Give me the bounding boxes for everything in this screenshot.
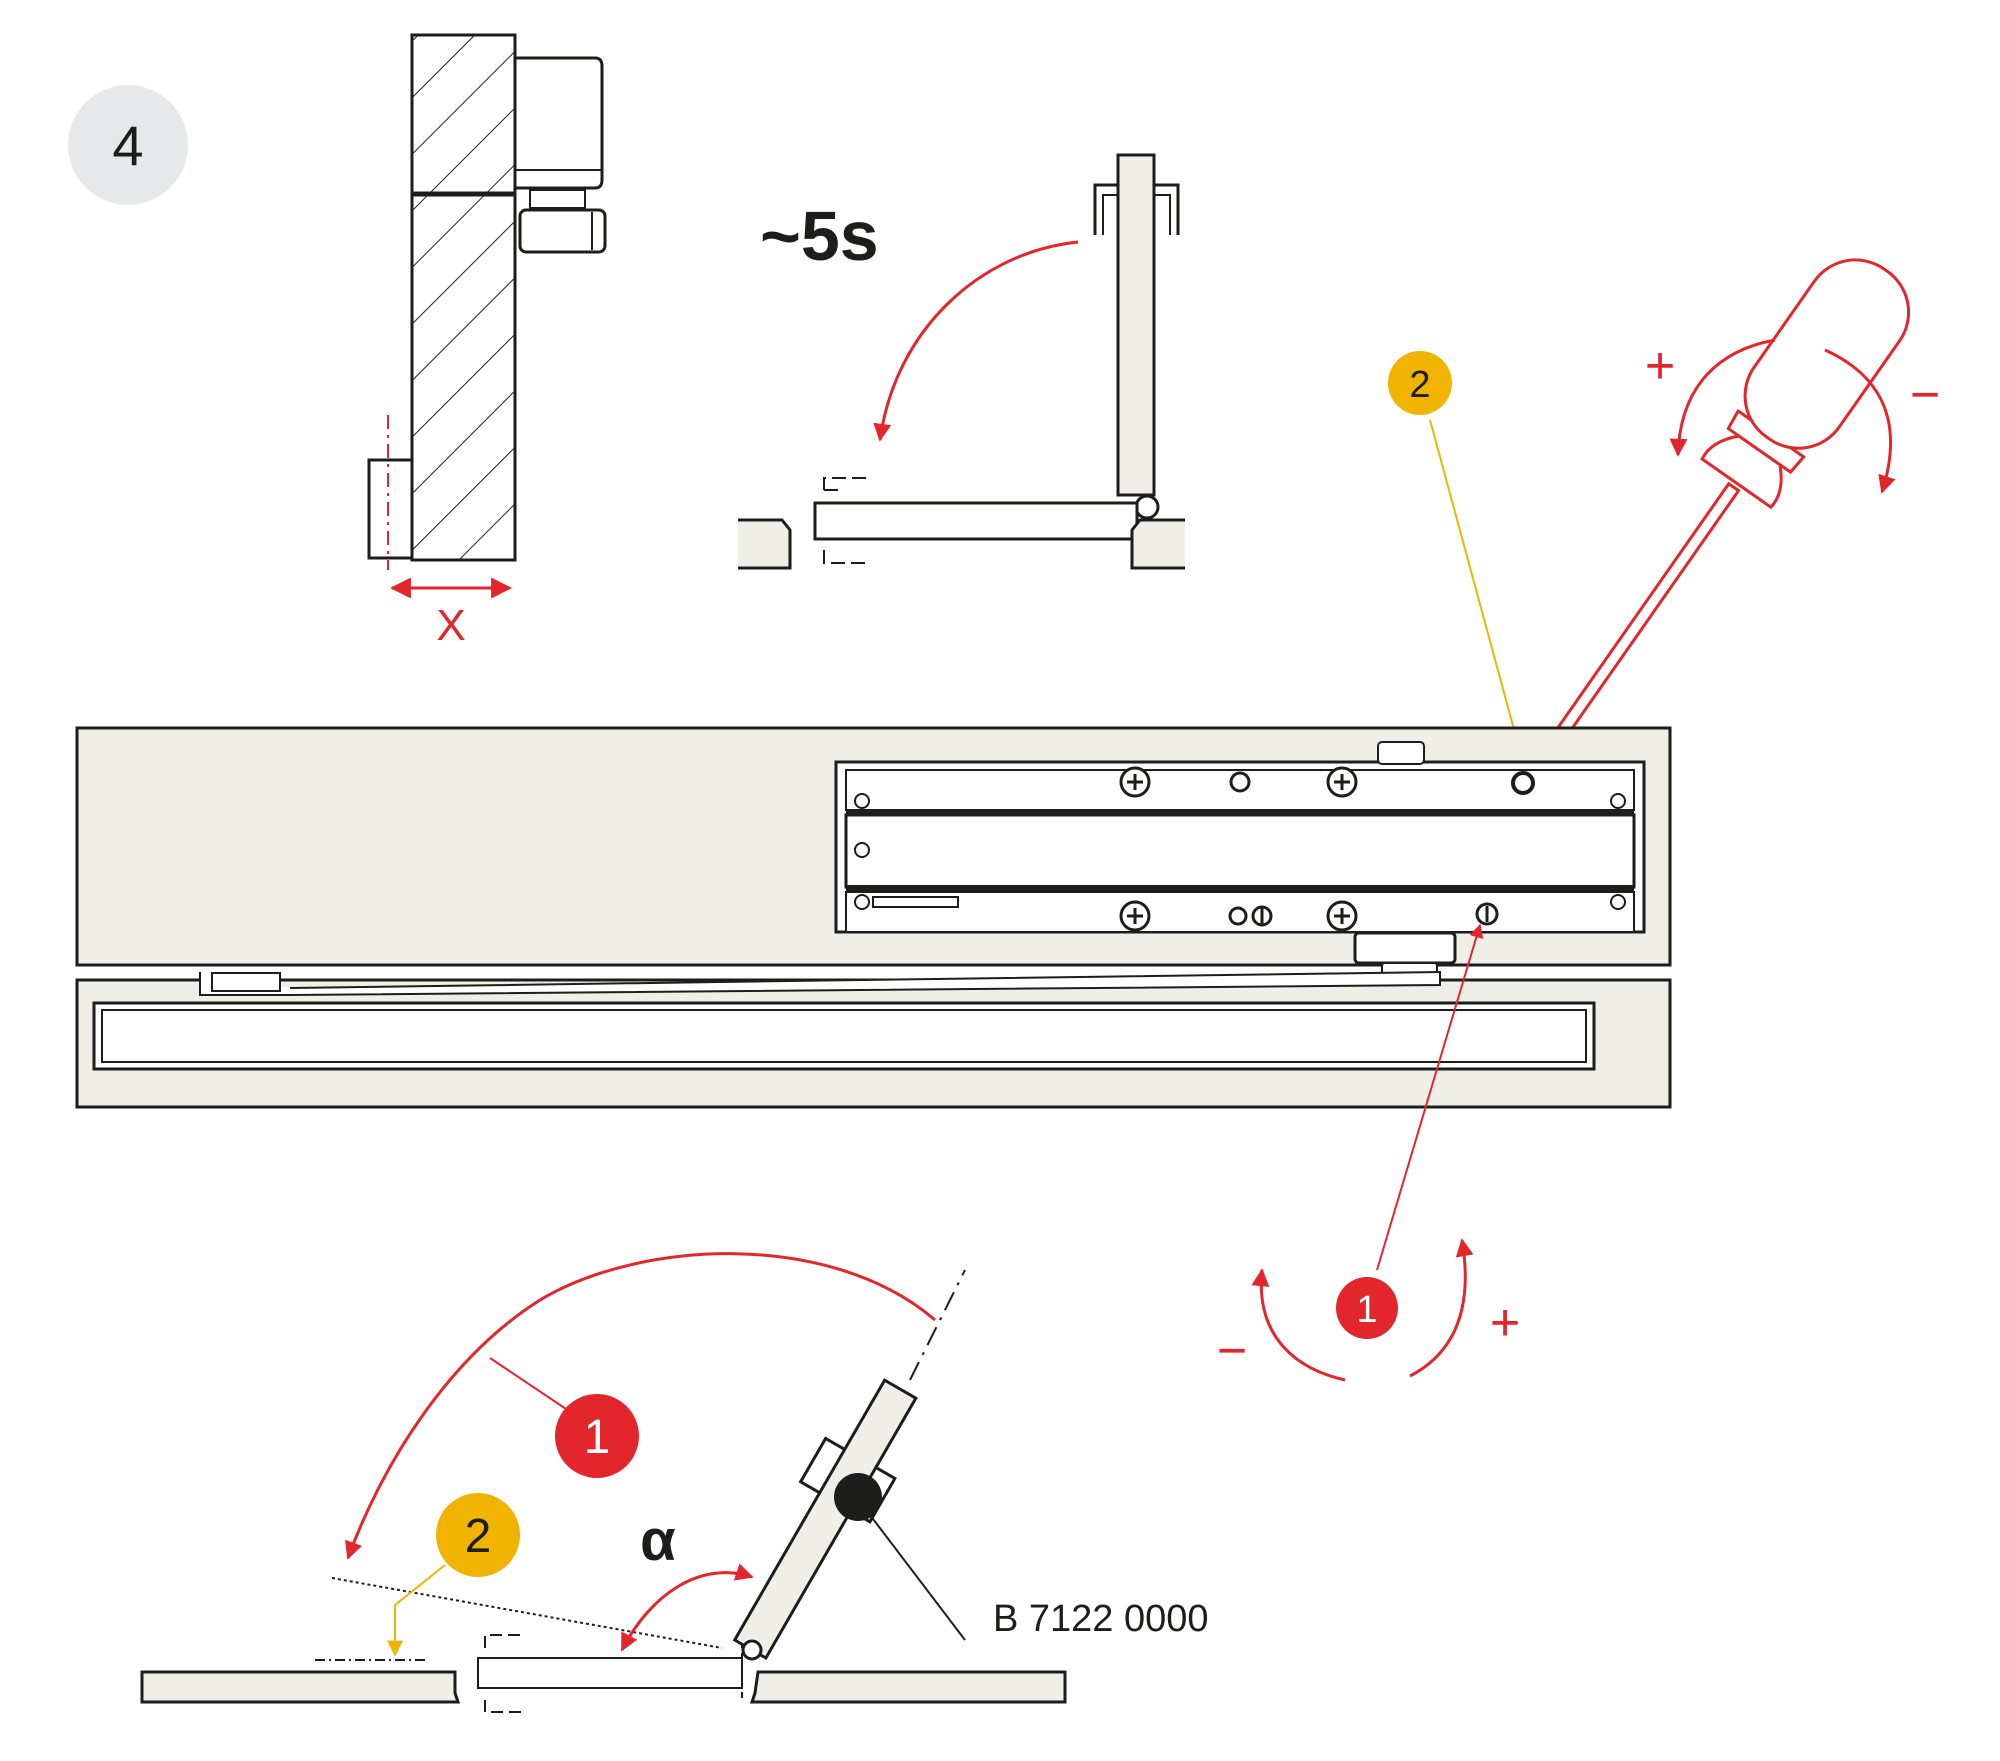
callout-2-top-number: 2 — [1409, 364, 1430, 406]
rotation-minus-bottom: − — [1217, 1322, 1247, 1380]
rotation-plus-top: + — [1645, 337, 1675, 395]
door-plan-timer: ~5s — [738, 153, 1185, 570]
door-closer-body — [834, 741, 1646, 986]
callout-1-right-number: 1 — [1356, 1289, 1377, 1331]
rotation-plus-bottom: + — [1490, 1294, 1520, 1352]
door-angle-plan: 1 2 α B 7122 0000 — [140, 1252, 1209, 1713]
door-elevation — [75, 726, 1672, 1109]
rotation-arrow-icon: + − — [1645, 337, 1940, 494]
callout-2-top: 2 — [1388, 351, 1529, 772]
callout-1-bottom-number: 1 — [584, 1411, 611, 1464]
slide-rail — [92, 970, 1596, 1071]
dimension-x-label: X — [436, 601, 465, 650]
angle-alpha-label: α — [640, 1508, 676, 1573]
step-badge: 4 — [68, 85, 188, 205]
wall-cross-section: X — [367, 33, 607, 650]
callout-2-bottom-number: 2 — [465, 1510, 492, 1563]
rotation-minus-top: − — [1910, 366, 1940, 424]
step-number: 4 — [112, 114, 143, 177]
screwdriver-icon — [1528, 258, 1911, 780]
part-number-label: B 7122 0000 — [993, 1598, 1209, 1640]
timer-label: ~5s — [760, 197, 879, 275]
callout-1-right: 1 − + — [1217, 923, 1520, 1382]
